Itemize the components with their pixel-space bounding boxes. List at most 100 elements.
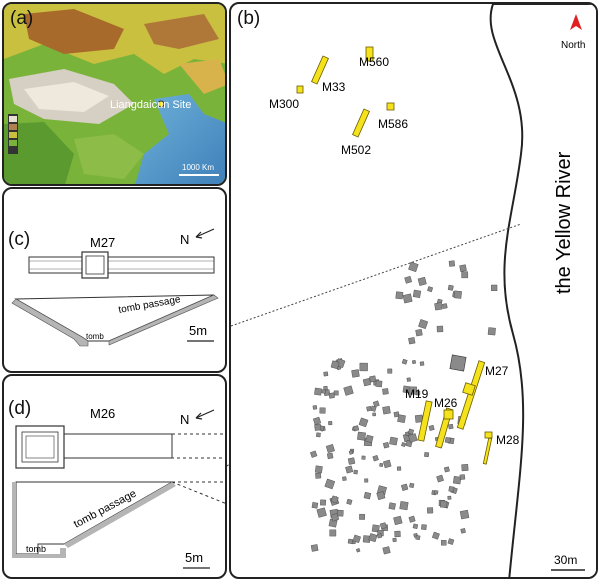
- small-tomb: [459, 264, 467, 272]
- m27-north-label: N: [180, 232, 189, 247]
- small-tomb: [364, 478, 369, 483]
- small-tomb: [372, 400, 380, 408]
- small-tomb: [459, 474, 466, 480]
- small-tomb: [401, 442, 406, 447]
- small-tomb: [460, 528, 466, 534]
- small-tomb: [401, 358, 408, 365]
- m26-tomb-label: tomb: [26, 544, 46, 554]
- small-tomb: [351, 369, 360, 378]
- tomb-m300-label: M300: [269, 97, 299, 111]
- small-tomb: [412, 523, 419, 530]
- small-tomb: [382, 405, 391, 415]
- small-tomb: [375, 380, 383, 388]
- small-tomb: [408, 515, 416, 523]
- small-tomb: [408, 337, 416, 345]
- small-tomb: [312, 405, 318, 410]
- small-tomb: [394, 530, 401, 538]
- small-tomb: [382, 441, 390, 449]
- small-tomb: [448, 260, 455, 267]
- small-tomb: [343, 385, 354, 396]
- site-scale-label: 30m: [554, 553, 577, 567]
- river-bank: [489, 4, 596, 577]
- small-tomb: [399, 501, 409, 511]
- small-tomb: [328, 421, 333, 426]
- small-tomb: [365, 434, 374, 443]
- small-tomb: [409, 482, 415, 488]
- small-tomb: [417, 276, 427, 286]
- small-tomb: [440, 500, 448, 508]
- small-tomb: [395, 291, 404, 300]
- small-tomb: [393, 515, 403, 526]
- small-tomb: [389, 436, 398, 446]
- small-tomb: [346, 498, 353, 505]
- tomb-m28: [482, 437, 493, 465]
- m27-section: tomb passage tomb: [11, 294, 219, 347]
- small-tomb: [379, 462, 384, 467]
- small-tomb: [459, 509, 470, 520]
- small-tomb: [461, 463, 469, 472]
- small-tomb: [362, 378, 372, 387]
- small-tomb: [412, 289, 422, 298]
- m27-title: M27: [90, 235, 115, 250]
- m26-north-label: N: [180, 412, 189, 427]
- small-tomb: [383, 459, 392, 469]
- small-tomb: [353, 425, 360, 432]
- small-tomb: [427, 286, 434, 293]
- small-tomb: [427, 507, 434, 514]
- small-tomb: [411, 359, 417, 365]
- panel-a-map: Liangdaicun Site 1000 Km (a): [2, 2, 227, 186]
- small-tomb: [376, 491, 386, 501]
- small-tomb: [310, 450, 318, 458]
- small-tomb: [325, 444, 335, 454]
- small-tomb: [372, 455, 379, 462]
- small-tomb: [319, 407, 326, 414]
- small-tomb: [372, 412, 376, 417]
- small-tomb: [315, 472, 322, 479]
- m27-plan: [28, 251, 215, 279]
- small-tomb: [336, 509, 344, 517]
- small-tomb: [444, 437, 452, 444]
- m27-drawing: M27 N tomb passage tomb 5m: [11, 228, 219, 347]
- small-tomb: [363, 491, 372, 500]
- m26-scale-label: 5m: [185, 550, 203, 565]
- small-tomb: [376, 533, 383, 539]
- small-tomb: [320, 499, 326, 506]
- small-tomb: [428, 424, 435, 431]
- small-tomb: [415, 329, 423, 337]
- small-tomb: [402, 293, 413, 304]
- tomb-m502-label: M502: [341, 143, 371, 157]
- small-tomb: [347, 538, 354, 544]
- small-tomb: [396, 466, 402, 471]
- small-tomb: [452, 475, 462, 485]
- small-tomb: [424, 452, 430, 458]
- small-tomb: [369, 375, 377, 383]
- small-tomb: [387, 368, 393, 374]
- river-label: the Yellow River: [553, 151, 575, 294]
- small-tomb: [352, 534, 361, 544]
- small-tomb: [382, 546, 391, 555]
- m27-tomb-label: tomb: [86, 332, 104, 341]
- small-tomb: [379, 522, 387, 530]
- small-tomb: [404, 275, 413, 284]
- small-tomb: [357, 431, 366, 441]
- small-tomb: [310, 544, 319, 552]
- small-tomb: [431, 531, 440, 540]
- small-tomb: [329, 529, 337, 537]
- tomb-m19-label: M19: [405, 387, 429, 401]
- small-tomb: [392, 537, 397, 543]
- small-tomb: [312, 416, 322, 425]
- tomb-m33-label: M33: [322, 80, 346, 94]
- small-tomb: [441, 303, 448, 309]
- small-tomb: [406, 377, 411, 382]
- north-arrow-icon: [570, 14, 582, 30]
- northern-tomb-group: M560 M33 M300 M586 M502: [269, 46, 408, 157]
- small-tomb: [408, 261, 419, 273]
- small-tomb: [448, 486, 455, 493]
- panel-b-site-plan: (b) the Yellow River North M560 M33 M300…: [229, 2, 598, 579]
- small-tomb: [433, 490, 439, 495]
- small-tomb: [400, 483, 409, 491]
- small-tomb: [330, 495, 339, 504]
- small-tomb: [326, 452, 334, 460]
- north-arrow-icon: [195, 228, 215, 238]
- m26-title: M26: [90, 406, 115, 421]
